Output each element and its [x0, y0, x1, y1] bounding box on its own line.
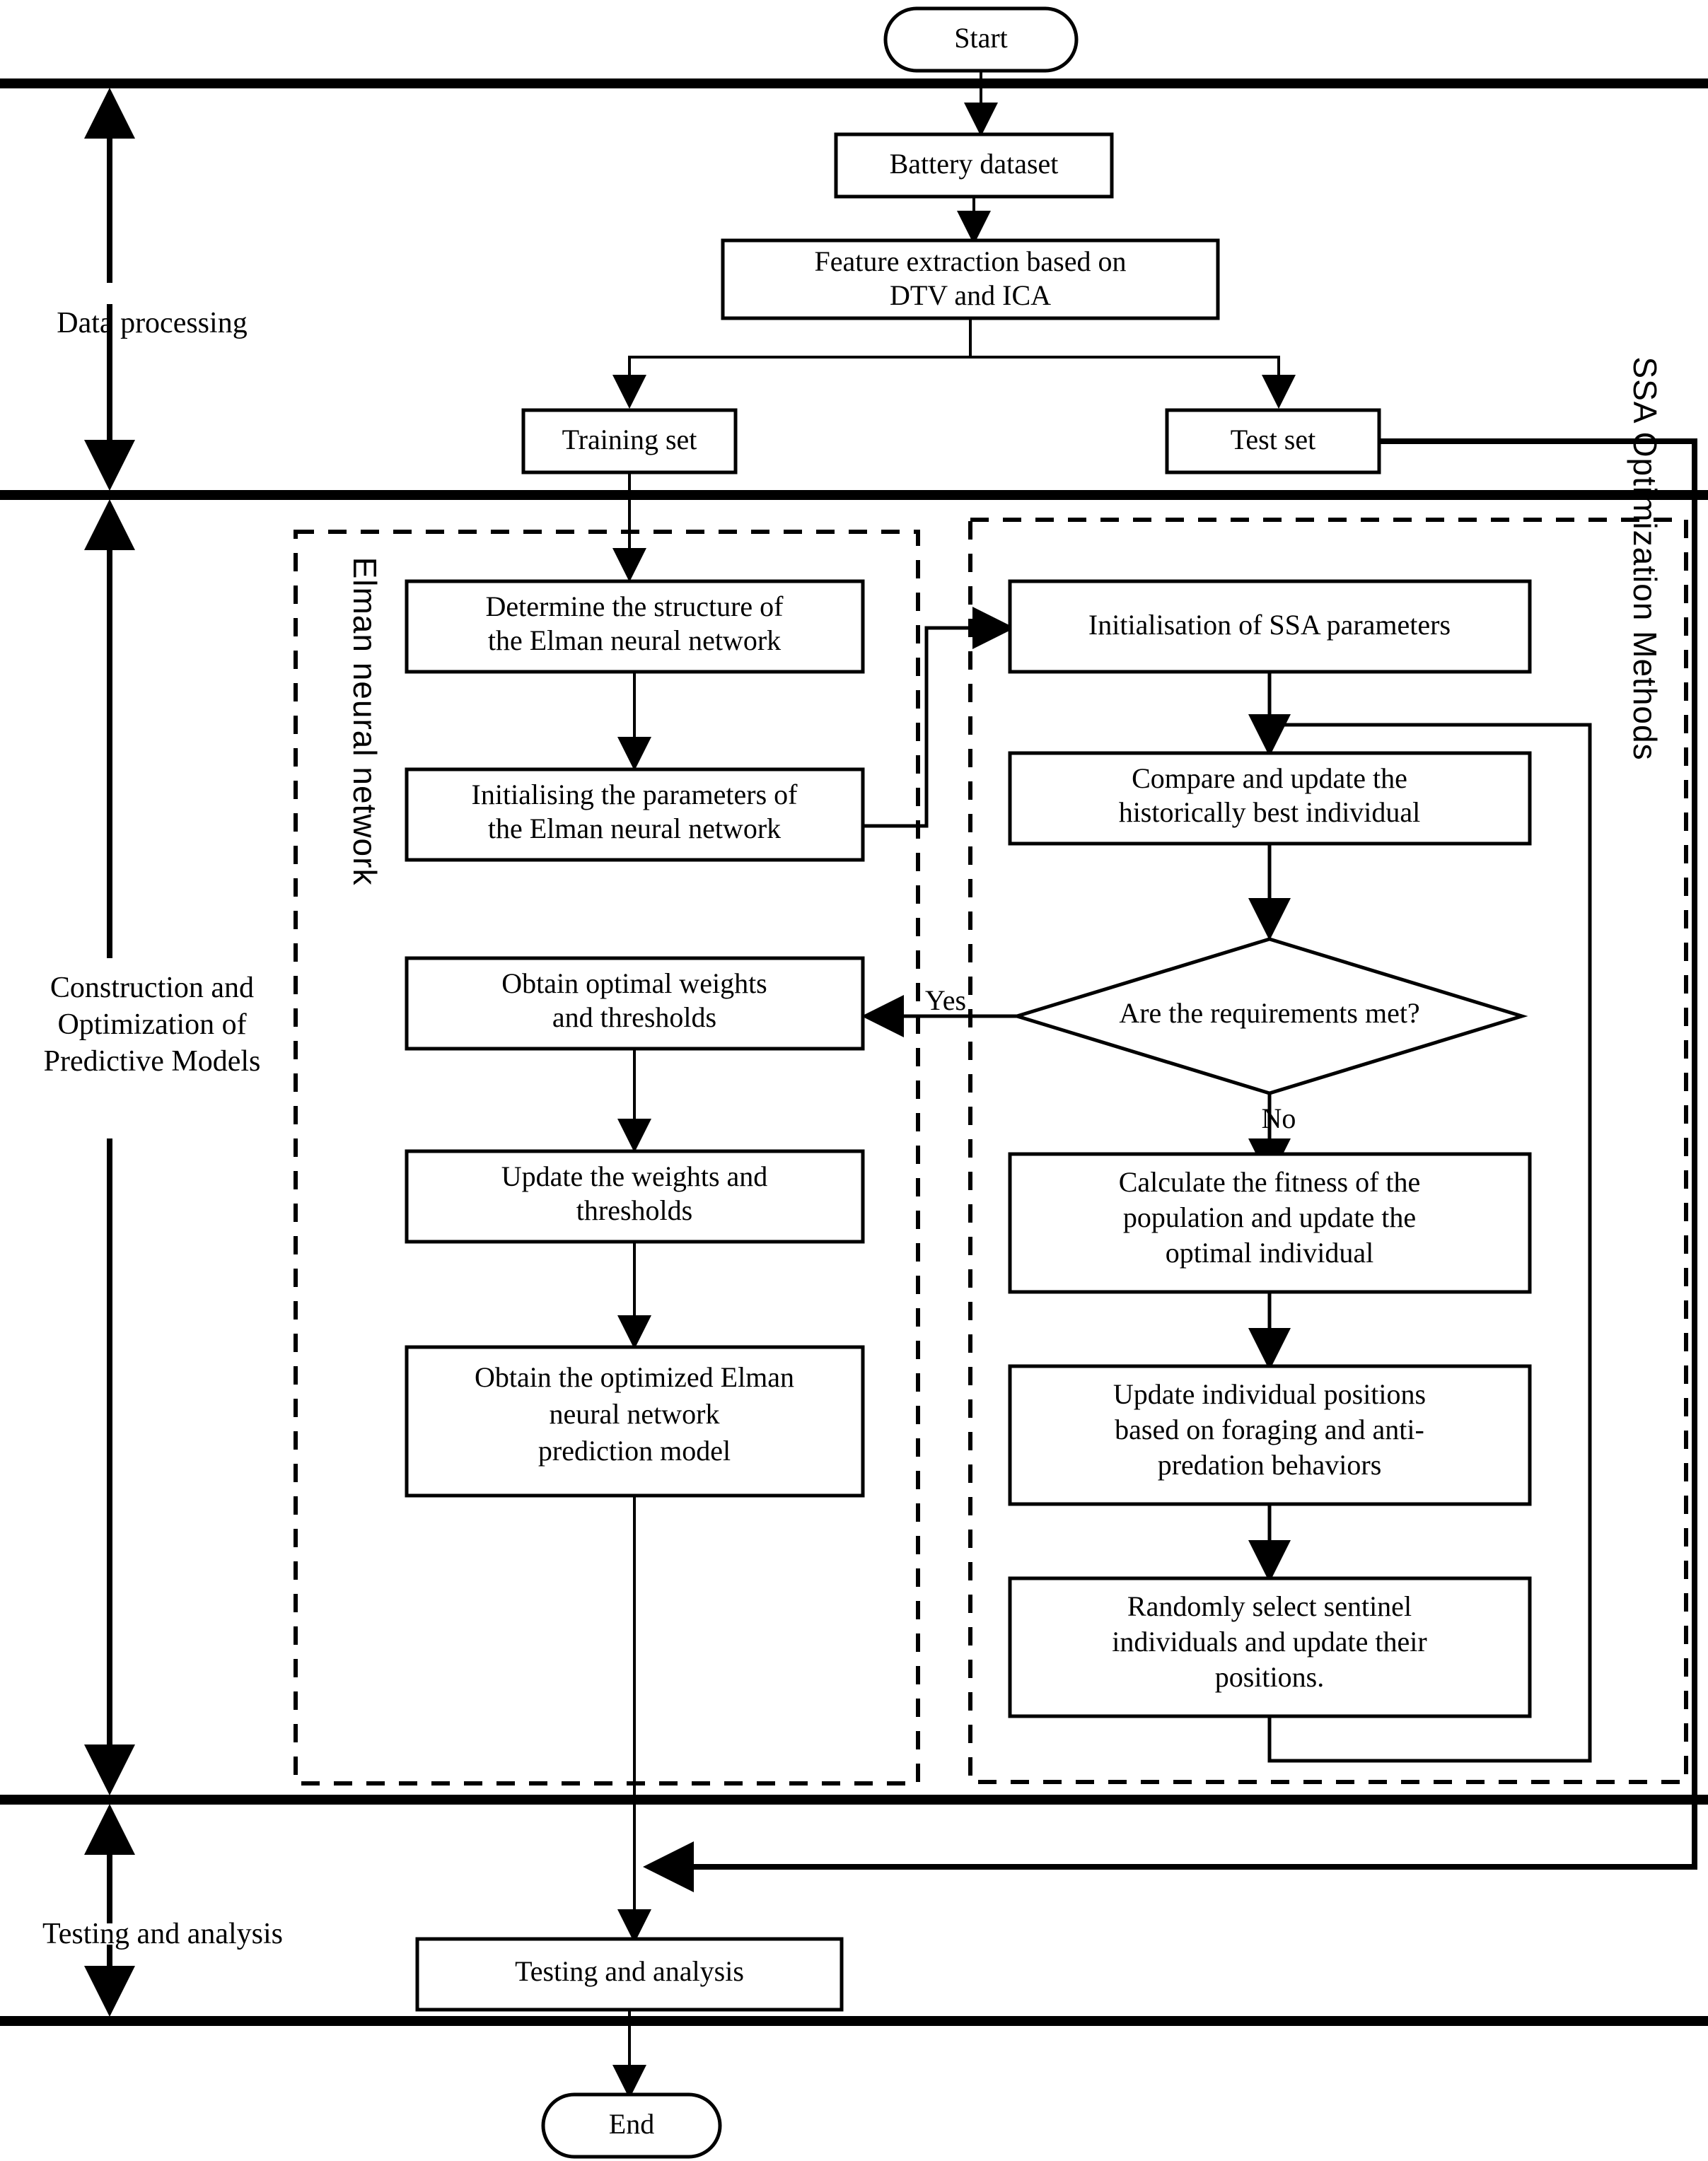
edge-initparams-to-initssa: [863, 607, 1015, 828]
node-update-positions[interactable]: [1008, 1364, 1532, 1506]
node-calculate-fitness-line1: Calculate the fitness of the: [1119, 1166, 1421, 1198]
stage-label-construction-line1: Construction and: [50, 972, 254, 1004]
node-calculate-fitness[interactable]: [1008, 1152, 1532, 1294]
node-testing-analysis-label: Testing and analysis: [515, 1955, 744, 1987]
node-obtain-optimal-line1: Obtain optimal weights: [501, 967, 767, 999]
stage-label-construction-line2: Optimization of: [57, 1008, 246, 1041]
node-testing-analysis[interactable]: [415, 1937, 844, 2012]
lane-label-elman: Elman neural network: [347, 557, 383, 886]
node-compare-update-line2: historically best individual: [1119, 796, 1421, 828]
node-init-ssa[interactable]: [1008, 579, 1532, 674]
node-training-set-label: Training set: [562, 424, 697, 455]
decision-requirements-met-label: Are the requirements met?: [1119, 997, 1419, 1029]
node-obtain-model-line2: neural network: [549, 1398, 719, 1430]
lane-label-ssa: SSA Optimization Methods: [1627, 356, 1663, 760]
node-determine-structure[interactable]: [405, 579, 865, 674]
node-update-weights[interactable]: [405, 1149, 865, 1244]
terminator-end-label: End: [609, 2108, 654, 2140]
node-update-weights-line2: thresholds: [576, 1194, 692, 1226]
node-random-sentinel-line1: Randomly select sentinel: [1127, 1590, 1412, 1622]
node-update-positions-line1: Update individual positions: [1113, 1378, 1426, 1410]
edge-feature-to-test: [970, 356, 1296, 409]
node-random-sentinel[interactable]: [1008, 1576, 1532, 1718]
node-training-set[interactable]: [521, 408, 738, 474]
node-compare-update[interactable]: [1008, 751, 1532, 846]
node-obtain-model-line1: Obtain the optimized Elman: [475, 1361, 794, 1393]
node-calculate-fitness-line2: population and update the: [1123, 1201, 1416, 1233]
terminator-end[interactable]: [541, 2092, 722, 2159]
edge-sentinel-loopback-to-compare: [1267, 723, 1592, 1763]
node-update-weights-line1: Update the weights and: [501, 1160, 768, 1192]
node-battery-dataset-label: Battery dataset: [890, 148, 1059, 180]
node-random-sentinel-line2: individuals and update their: [1112, 1626, 1427, 1658]
node-feature-extraction-line2: DTV and ICA: [890, 279, 1051, 311]
node-compare-update-line1: Compare and update the: [1132, 762, 1407, 794]
node-test-set-label: Test set: [1231, 424, 1316, 455]
node-update-positions-line3: predation behaviors: [1158, 1449, 1382, 1481]
node-init-params[interactable]: [405, 767, 865, 862]
node-determine-structure-line1: Determine the structure of: [486, 590, 784, 622]
node-calculate-fitness-line3: optimal individual: [1166, 1237, 1373, 1269]
node-obtain-model-line3: prediction model: [538, 1435, 731, 1467]
node-init-params-line2: the Elman neural network: [488, 812, 781, 844]
node-obtain-optimal-line2: and thresholds: [552, 1001, 716, 1033]
edge-test-to-testing-analysis: [643, 438, 1697, 1892]
node-obtain-model[interactable]: [405, 1345, 865, 1498]
terminator-start-label: Start: [954, 22, 1008, 54]
elman-lane-group: [294, 530, 920, 1786]
edge-label-yes: Yes: [925, 984, 966, 1016]
stage-label-construction-line3: Predictive Models: [44, 1045, 261, 1078]
stage-label-testing: Testing and analysis: [42, 1918, 283, 1950]
node-feature-extraction-line1: Feature extraction based on: [815, 245, 1127, 277]
node-init-ssa-label: Initialisation of SSA parameters: [1088, 609, 1451, 641]
stage-label-data-processing: Data processing: [57, 307, 247, 339]
node-init-params-line1: Initialising the parameters of: [472, 779, 798, 810]
node-update-positions-line2: based on foraging and anti-: [1115, 1414, 1424, 1445]
node-feature-extraction[interactable]: [721, 238, 1220, 320]
edge-feature-to-training: [612, 318, 972, 409]
node-determine-structure-line2: the Elman neural network: [488, 624, 781, 656]
ssa-lane-group: [968, 518, 1688, 1784]
edge-label-no: No: [1262, 1102, 1296, 1134]
node-random-sentinel-line3: positions.: [1215, 1661, 1324, 1693]
